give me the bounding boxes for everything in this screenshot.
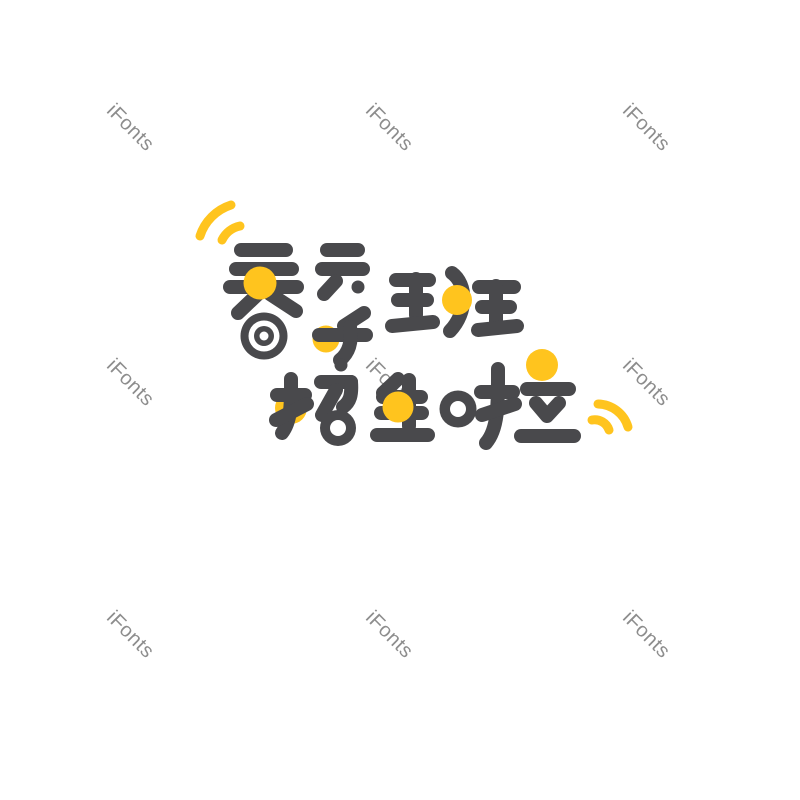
char-sheng xyxy=(370,372,435,442)
accent-dot xyxy=(526,349,558,381)
char-ban xyxy=(385,266,524,338)
arcs-bottom-right-icon xyxy=(587,399,633,435)
accent-dot xyxy=(382,391,414,423)
char-ji xyxy=(312,243,373,367)
accent-dot xyxy=(442,285,472,315)
arcs-top-left-icon xyxy=(195,200,245,245)
accent-dot xyxy=(243,266,277,300)
char-la xyxy=(439,349,581,450)
char-zhao xyxy=(269,358,359,446)
char-chun xyxy=(223,243,304,360)
